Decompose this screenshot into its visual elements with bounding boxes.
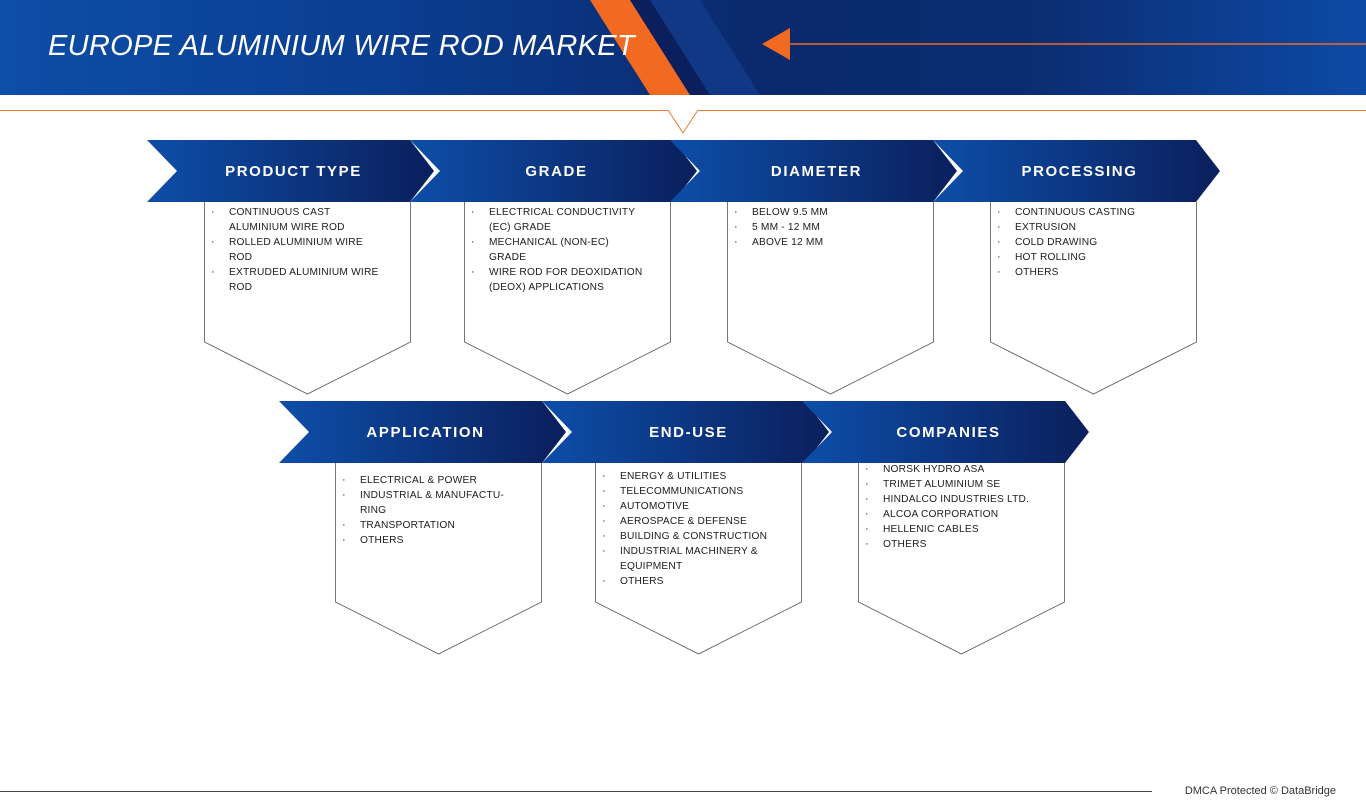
segment-item-list: ENERGY & UTILITIESTELECOMMUNICATIONSAUTO… xyxy=(602,469,774,589)
segment-item: HINDALCO INDUSTRIES LTD. xyxy=(865,492,1037,507)
page-title: EUROPE ALUMINIUM WIRE ROD MARKET xyxy=(48,30,635,62)
segment-item: MECHANICAL (NON-EC) GRADE xyxy=(471,235,643,265)
segment-item: 5 MM - 12 MM xyxy=(734,220,906,235)
segment-header-arrow: GRADE xyxy=(410,140,697,202)
segment-item: COLD DRAWING xyxy=(997,235,1169,250)
segment-item: INDUSTRIAL & MANUFACTU-RING xyxy=(342,488,514,518)
segment-item: WIRE ROD FOR DEOXIDATION (DEOX) APPLICAT… xyxy=(471,265,643,295)
header-banner: EUROPE ALUMINIUM WIRE ROD MARKET xyxy=(0,0,1366,95)
segment-title: GRADE xyxy=(525,162,588,180)
segment-item: NORSK HYDRO ASA xyxy=(865,462,1037,477)
arrow-shape xyxy=(802,401,1089,463)
segment-header-arrow: DIAMETER xyxy=(670,140,957,202)
footer-line xyxy=(0,791,1152,792)
segment-item: CONTINUOUS CAST ALUMINIUM WIRE ROD xyxy=(211,205,383,235)
arrow-shape xyxy=(542,401,829,463)
segment-item: EXTRUDED ALUMINIUM WIRE ROD xyxy=(211,265,383,295)
segment-header-arrow: PRODUCT TYPE xyxy=(147,140,434,202)
segment-item: HOT ROLLING xyxy=(997,250,1169,265)
back-arrow-icon xyxy=(762,28,1366,60)
segment-item-list: ELECTRICAL & POWERINDUSTRIAL & MANUFACTU… xyxy=(342,473,514,548)
segment-item: ROLLED ALUMINIUM WIRE ROD xyxy=(211,235,383,265)
segment-item: ABOVE 12 MM xyxy=(734,235,906,250)
segment-item: TELECOMMUNICATIONS xyxy=(602,484,774,499)
banner-stripes xyxy=(590,0,760,95)
segment-title: APPLICATION xyxy=(366,423,485,441)
segment-title: DIAMETER xyxy=(770,162,863,180)
card-outline xyxy=(727,202,934,395)
segment-item: INDUSTRIAL MACHINERY & EQUIPMENT xyxy=(602,544,774,574)
divider-notch xyxy=(668,110,698,134)
segment-item: OTHERS xyxy=(342,533,514,548)
segment-item: ALCOA CORPORATION xyxy=(865,507,1037,522)
segment-title: PRODUCT TYPE xyxy=(225,162,362,180)
segment-item: BUILDING & CONSTRUCTION xyxy=(602,529,774,544)
segment-header-arrow: COMPANIES xyxy=(802,401,1089,463)
arrow-shape xyxy=(933,140,1220,202)
segment-title: PROCESSING xyxy=(1021,162,1138,180)
segment-card xyxy=(727,202,934,395)
segment-item: TRANSPORTATION xyxy=(342,518,514,533)
arrow-shape xyxy=(279,401,566,463)
segment-item: AEROSPACE & DEFENSE xyxy=(602,514,774,529)
segment-item-list: CONTINUOUS CASTINGEXTRUSIONCOLD DRAWINGH… xyxy=(997,205,1169,280)
segment-item: HELLENIC CABLES xyxy=(865,522,1037,537)
arrow-shape xyxy=(147,140,434,202)
segment-item: TRIMET ALUMINIUM SE xyxy=(865,477,1037,492)
arrow-shape xyxy=(410,140,697,202)
footer-credit: DMCA Protected © DataBridge xyxy=(1184,785,1336,797)
segment-item-list: BELOW 9.5 MM5 MM - 12 MMABOVE 12 MM xyxy=(734,205,906,250)
segment-item-list: ELECTRICAL CONDUCTIVITY (EC) GRADEMECHAN… xyxy=(471,205,643,295)
segment-item: CONTINUOUS CASTING xyxy=(997,205,1169,220)
segment-header-arrow: END-USE xyxy=(542,401,829,463)
segment-item: OTHERS xyxy=(602,574,774,589)
segment-item-list: NORSK HYDRO ASATRIMET ALUMINIUM SEHINDAL… xyxy=(865,462,1037,552)
segment-item: ELECTRICAL CONDUCTIVITY (EC) GRADE xyxy=(471,205,643,235)
segment-item: OTHERS xyxy=(997,265,1169,280)
segment-item: BELOW 9.5 MM xyxy=(734,205,906,220)
segment-header-arrow: PROCESSING xyxy=(933,140,1220,202)
segment-item: AUTOMOTIVE xyxy=(602,499,774,514)
segment-title: COMPANIES xyxy=(896,423,1001,441)
arrow-shape xyxy=(670,140,957,202)
segment-item: OTHERS xyxy=(865,537,1037,552)
segment-item: ELECTRICAL & POWER xyxy=(342,473,514,488)
segment-header-arrow: APPLICATION xyxy=(279,401,566,463)
segment-item: EXTRUSION xyxy=(997,220,1169,235)
segment-item-list: CONTINUOUS CAST ALUMINIUM WIRE RODROLLED… xyxy=(211,205,383,295)
segment-item: ENERGY & UTILITIES xyxy=(602,469,774,484)
segment-title: END-USE xyxy=(649,423,728,441)
